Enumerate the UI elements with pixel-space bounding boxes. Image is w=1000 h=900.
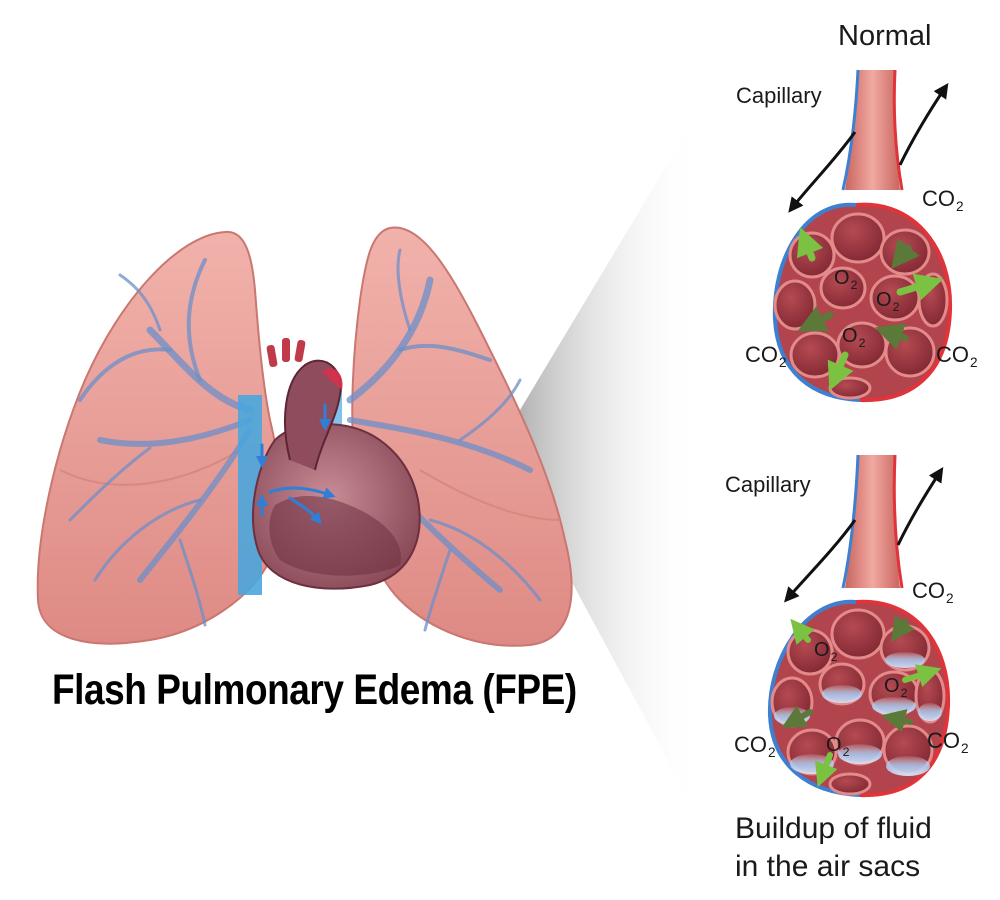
heart-illustration: [252, 338, 421, 590]
normal-co2-label-left: CO2: [745, 342, 787, 371]
alveoli-fluid: [767, 454, 951, 798]
fluid-caption-line1: Buildup of fluid: [735, 812, 932, 845]
normal-capillary-label: Capillary: [736, 83, 822, 108]
fluid-flow-up-arrow: [896, 466, 944, 546]
normal-o2-label-3: O2: [842, 325, 866, 350]
fluid-co2-label-right: CO2: [927, 728, 969, 757]
fluid-co2-label-left: CO2: [734, 732, 776, 761]
fluid-capillary-label: Capillary: [725, 472, 811, 497]
fluid-o2-label-3: O2: [826, 734, 850, 759]
alveoli-normal: [772, 69, 953, 403]
normal-flow-up-arrow: [898, 83, 949, 166]
left-lung-shape: [36, 230, 281, 645]
diagram-title: Flash Pulmonary Edema (FPE): [52, 666, 577, 714]
normal-flow-down-arrow: [788, 131, 857, 213]
fluid-caption: Buildup of fluid in the air sacs: [735, 810, 932, 886]
normal-co2-label-right: CO2: [936, 342, 978, 371]
fluid-co2-label-top: CO2: [912, 578, 954, 607]
fluid-caption-line2: in the air sacs: [735, 850, 921, 883]
normal-o2-label-1: O2: [834, 267, 858, 292]
normal-co2-label-top: CO2: [922, 186, 964, 215]
lungs-illustration: [36, 226, 573, 647]
fluid-flow-down-arrow: [784, 519, 857, 603]
normal-o2-label-2: O2: [876, 289, 900, 314]
fluid-o2-label-1: O2: [814, 639, 838, 664]
normal-heading: Normal: [838, 20, 932, 52]
fluid-o2-label-2: O2: [884, 675, 908, 700]
zoom-cone: [520, 110, 700, 820]
